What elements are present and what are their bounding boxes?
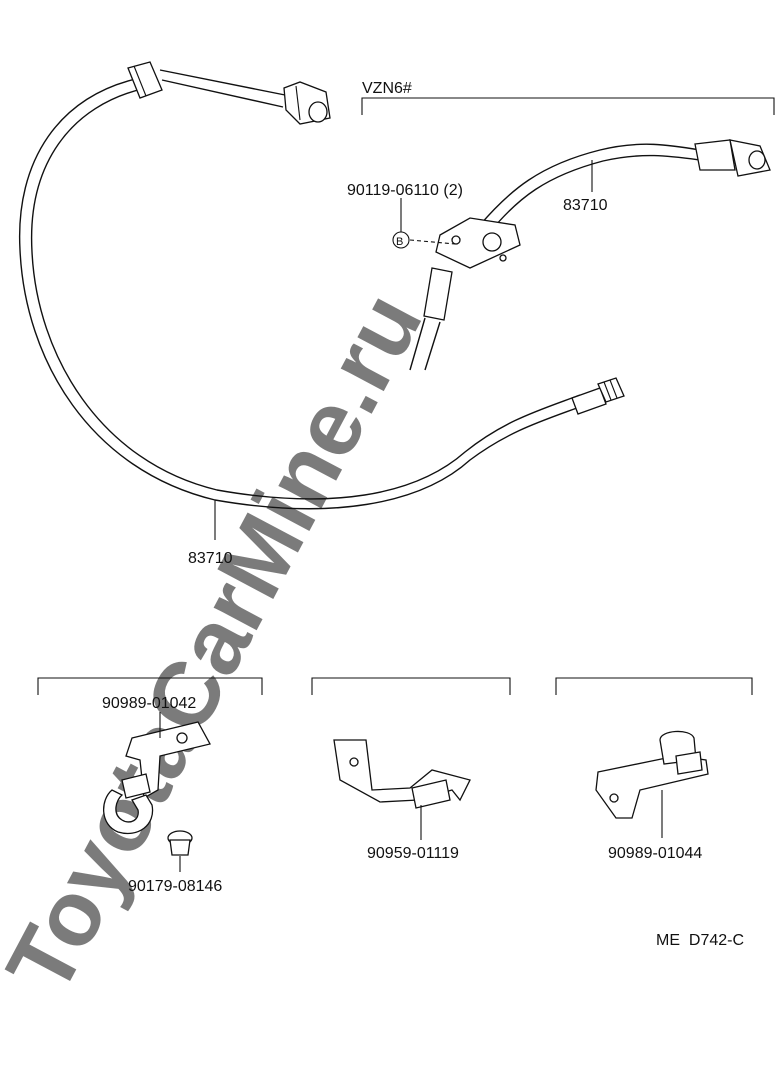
label-cable-vzn: 83710	[563, 197, 608, 214]
label-clamp-left: 90989-01042	[102, 695, 196, 712]
drawing-code: ME D742-C	[656, 932, 744, 949]
label-clamp-right: 90989-01044	[608, 845, 702, 862]
speedometer-cable-vzn	[409, 139, 771, 371]
speedometer-cable-main	[18, 61, 625, 510]
clamp-left	[103, 721, 211, 835]
variant-label: VZN6#	[362, 80, 412, 97]
clamp-right	[595, 730, 709, 819]
grommet	[167, 830, 193, 856]
label-cable-main: 83710	[188, 550, 233, 567]
bolt-ref-letter: B	[396, 236, 403, 248]
group-bracket-middle	[311, 677, 511, 695]
group-bracket-left	[37, 677, 263, 695]
bracket-middle	[333, 739, 471, 809]
label-grommet: 90179-08146	[128, 878, 222, 895]
group-bracket-right	[555, 677, 753, 695]
variant-bracket	[361, 97, 775, 115]
label-bolt: 90119-06110 (2)	[347, 182, 463, 199]
leader-bolt-ref	[409, 239, 456, 245]
label-bracket-middle: 90959-01119	[367, 845, 459, 862]
watermark: ToyotaCarMine.ru	[0, 277, 442, 1009]
